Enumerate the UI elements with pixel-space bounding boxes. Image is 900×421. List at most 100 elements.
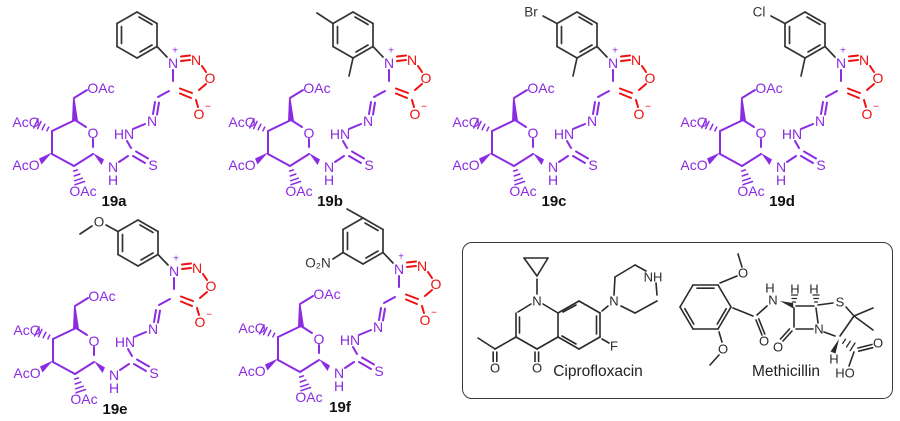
core-structure: OAc AcO AcO OAc O HN N N H S N + N O O − xyxy=(13,254,216,408)
atom-label-syd-o-exo: O xyxy=(634,106,645,122)
plus-charge: + xyxy=(172,46,178,57)
atom-label-n-amide: N xyxy=(334,365,344,381)
compound-19a: OAc AcO AcO OAc O HN N N H S N + N O O −… xyxy=(2,0,232,214)
atom-label-hn: HN xyxy=(340,332,360,348)
atom-label-c6-h: H xyxy=(790,282,799,297)
atom-label-syd-n2: N xyxy=(417,258,427,274)
minus-charge: − xyxy=(645,102,651,113)
compound-19c: Br OAc AcO AcO OAc O HN N N H S xyxy=(442,0,672,214)
atom-label-syd-o-exo: O xyxy=(410,106,421,122)
atom-label-syd-n2: N xyxy=(407,52,417,68)
atom-label-syd-n1: N xyxy=(169,263,179,279)
structure-19d-svg: Cl OAc AcO AcO OAc O HN N N H S xyxy=(680,5,883,200)
compound-label: 19c xyxy=(541,193,567,210)
atom-label-c5-h: H xyxy=(809,282,818,297)
atom-label-aco-3: AcO xyxy=(228,157,255,173)
aryl-group-dimethylphenyl xyxy=(316,11,384,77)
atom-label-h-amide: H xyxy=(776,172,786,188)
atom-label-n-imine: N xyxy=(587,113,597,129)
atom-label-h-amide: H xyxy=(108,172,118,188)
atom-label-syd-n2: N xyxy=(191,52,201,68)
substituent-label-cl: Cl xyxy=(753,5,766,20)
atom-label-oac-top: OAc xyxy=(303,80,330,96)
atom-label-n-imine: N xyxy=(373,319,383,335)
minus-charge: − xyxy=(206,310,212,321)
atom-label-syd-o-exo: O xyxy=(862,106,873,122)
atom-label-n1: N xyxy=(532,294,541,309)
core-structure: OAc AcO AcO OAc O HN N N H S N + N O O − xyxy=(238,252,441,406)
atom-label-ome-bottom-o: O xyxy=(718,342,728,357)
atom-label-amide-o: O xyxy=(759,334,769,349)
atom-label-syd-o3: O xyxy=(645,70,656,86)
structure-19f-svg: O₂N OAc AcO AcO OAc O HN N N H S xyxy=(238,208,442,406)
structure-19a-svg: OAc AcO AcO OAc O HN N N H S N + N O O − xyxy=(12,11,216,199)
methicillin-structure-svg: O O H N H H S N O O H HO O xyxy=(679,253,883,381)
atom-label-acyl-o: O xyxy=(490,361,500,376)
atom-label-aco-4: AcO xyxy=(452,114,479,130)
atom-label-n-imine: N xyxy=(148,321,158,337)
atom-label-s: S xyxy=(374,363,383,379)
atom-label-pip-nh: NH xyxy=(644,270,663,285)
core-structure: OAc AcO AcO OAc O HN N N H S N + N O O − xyxy=(452,46,655,200)
compound-19d: Cl OAc AcO AcO OAc O HN N N H S xyxy=(670,0,900,214)
atom-label-hn: HN xyxy=(114,126,134,142)
plus-charge: + xyxy=(840,46,846,57)
compound-19f: O₂N OAc AcO AcO OAc O HN N N H S xyxy=(228,206,458,420)
atom-label-syd-n1: N xyxy=(168,55,178,71)
plus-charge: + xyxy=(612,46,618,57)
atom-label-s: S xyxy=(836,295,845,310)
atom-label-aco-4: AcO xyxy=(228,114,255,130)
atom-label-syd-n1: N xyxy=(384,55,394,71)
atom-label-aco-4: AcO xyxy=(12,114,39,130)
methicillin-structure: O O H N H H S N O O H HO O xyxy=(679,253,883,381)
aryl-group-bromomethylphenyl: Br xyxy=(524,5,608,77)
aryl-group-methoxyphenyl: O xyxy=(79,215,169,267)
atom-label-syd-n1: N xyxy=(394,261,404,277)
atom-label-ring-o: O xyxy=(88,125,99,141)
atom-label-s: S xyxy=(588,157,597,173)
atom-label-s: S xyxy=(149,365,158,381)
atom-label-syd-o-exo: O xyxy=(194,106,205,122)
atom-label-n-amide: N xyxy=(109,367,119,383)
atom-label-ketone-o: O xyxy=(532,361,542,376)
structure-19b-svg: OAc AcO AcO OAc O HN N N H S N + N O O − xyxy=(228,11,432,200)
minus-charge: − xyxy=(431,308,437,319)
atom-label-syd-o3: O xyxy=(206,278,217,294)
atom-label-oac-2: OAc xyxy=(69,183,96,199)
compound-label: 19b xyxy=(317,193,343,210)
atom-label-acid-o: O xyxy=(873,336,883,351)
atom-label-s: S xyxy=(148,157,157,173)
compound-label: 19e xyxy=(102,401,128,418)
atom-label-oac-2: OAc xyxy=(509,183,536,199)
atom-label-s: S xyxy=(364,157,373,173)
ciprofloxacin-structure: N O O F N NH xyxy=(477,257,663,376)
atom-label-aco-4: AcO xyxy=(13,322,40,338)
core-structure: OAc AcO AcO OAc O HN N N H S N + N O O − xyxy=(228,46,431,200)
aryl-group-chloromethylphenyl: Cl xyxy=(753,5,836,77)
atom-label-pip-n: N xyxy=(609,294,618,309)
atom-label-syd-o3: O xyxy=(205,70,216,86)
atom-label-amide-n: N xyxy=(768,293,777,308)
atom-label-ring-o: O xyxy=(314,331,325,347)
minus-charge: − xyxy=(421,102,427,113)
atom-label-syd-n1: N xyxy=(836,55,846,71)
methicillin-label: Methicillin xyxy=(751,363,821,380)
compound-19b: OAc AcO AcO OAc O HN N N H S N + N O O −… xyxy=(218,0,448,214)
atom-label-n-imine: N xyxy=(815,113,825,129)
atom-label-oac-2: OAc xyxy=(285,183,312,199)
atom-label-hn: HN xyxy=(782,126,802,142)
compound-label: 19a xyxy=(101,193,127,210)
minus-charge: − xyxy=(205,102,211,113)
atom-label-n-amide: N xyxy=(108,159,118,175)
ciprofloxacin-structure-svg: N O O F N NH xyxy=(477,257,663,376)
atom-label-oac-top: OAc xyxy=(87,80,114,96)
atom-label-oac-top: OAc xyxy=(313,286,340,302)
atom-label-aco-3: AcO xyxy=(680,157,707,173)
atom-label-h-amide: H xyxy=(334,378,344,394)
minus-charge: − xyxy=(873,102,879,113)
atom-label-aco-4: AcO xyxy=(680,114,707,130)
atom-label-hn: HN xyxy=(115,334,135,350)
atom-label-oac-top: OAc xyxy=(527,80,554,96)
atom-label-ring-o: O xyxy=(304,125,315,141)
